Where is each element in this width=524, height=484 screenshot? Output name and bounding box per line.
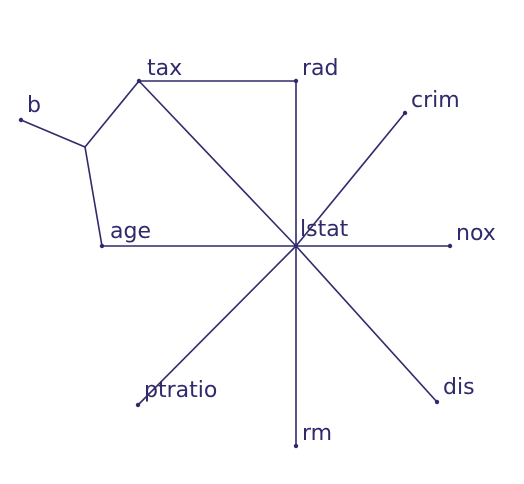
node-dis-label: dis — [443, 375, 475, 400]
node-rm-label: rm — [302, 421, 332, 446]
node-b-label: b — [27, 93, 41, 118]
nodes-layer — [18, 78, 453, 449]
node-ptratio-dot — [135, 402, 141, 408]
edge-tax-junction — [84, 80, 140, 148]
node-tax-dot — [136, 78, 142, 84]
node-ptratio-label: ptratio — [144, 378, 217, 403]
node-rad-dot — [293, 78, 299, 84]
node-age-dot — [99, 243, 105, 249]
node-age-label: age — [110, 219, 151, 244]
node-nox-dot — [447, 243, 453, 249]
node-tax-label: tax — [147, 56, 182, 81]
node-nox-label: nox — [456, 221, 496, 246]
node-lstat-label: lstat — [300, 217, 349, 242]
edge-junction-b — [20, 119, 86, 148]
edge-lstat-dis — [295, 245, 438, 403]
node-rm-dot — [293, 443, 299, 449]
node-crim-label: crim — [411, 88, 460, 113]
labels-layer: lstat tax rad crim nox dis rm ptratio age b — [27, 56, 496, 446]
edge-lstat-crim — [295, 112, 406, 247]
node-dis-dot — [434, 399, 440, 405]
edge-lstat-ptratio — [137, 245, 297, 406]
node-crim-dot — [402, 110, 408, 116]
edge-junction-age — [84, 146, 103, 247]
node-lstat-dot — [293, 243, 299, 249]
edges-layer — [20, 80, 451, 447]
edge-lstat-tax — [138, 80, 297, 247]
node-b-dot — [18, 117, 24, 123]
node-rad-label: rad — [302, 56, 339, 81]
